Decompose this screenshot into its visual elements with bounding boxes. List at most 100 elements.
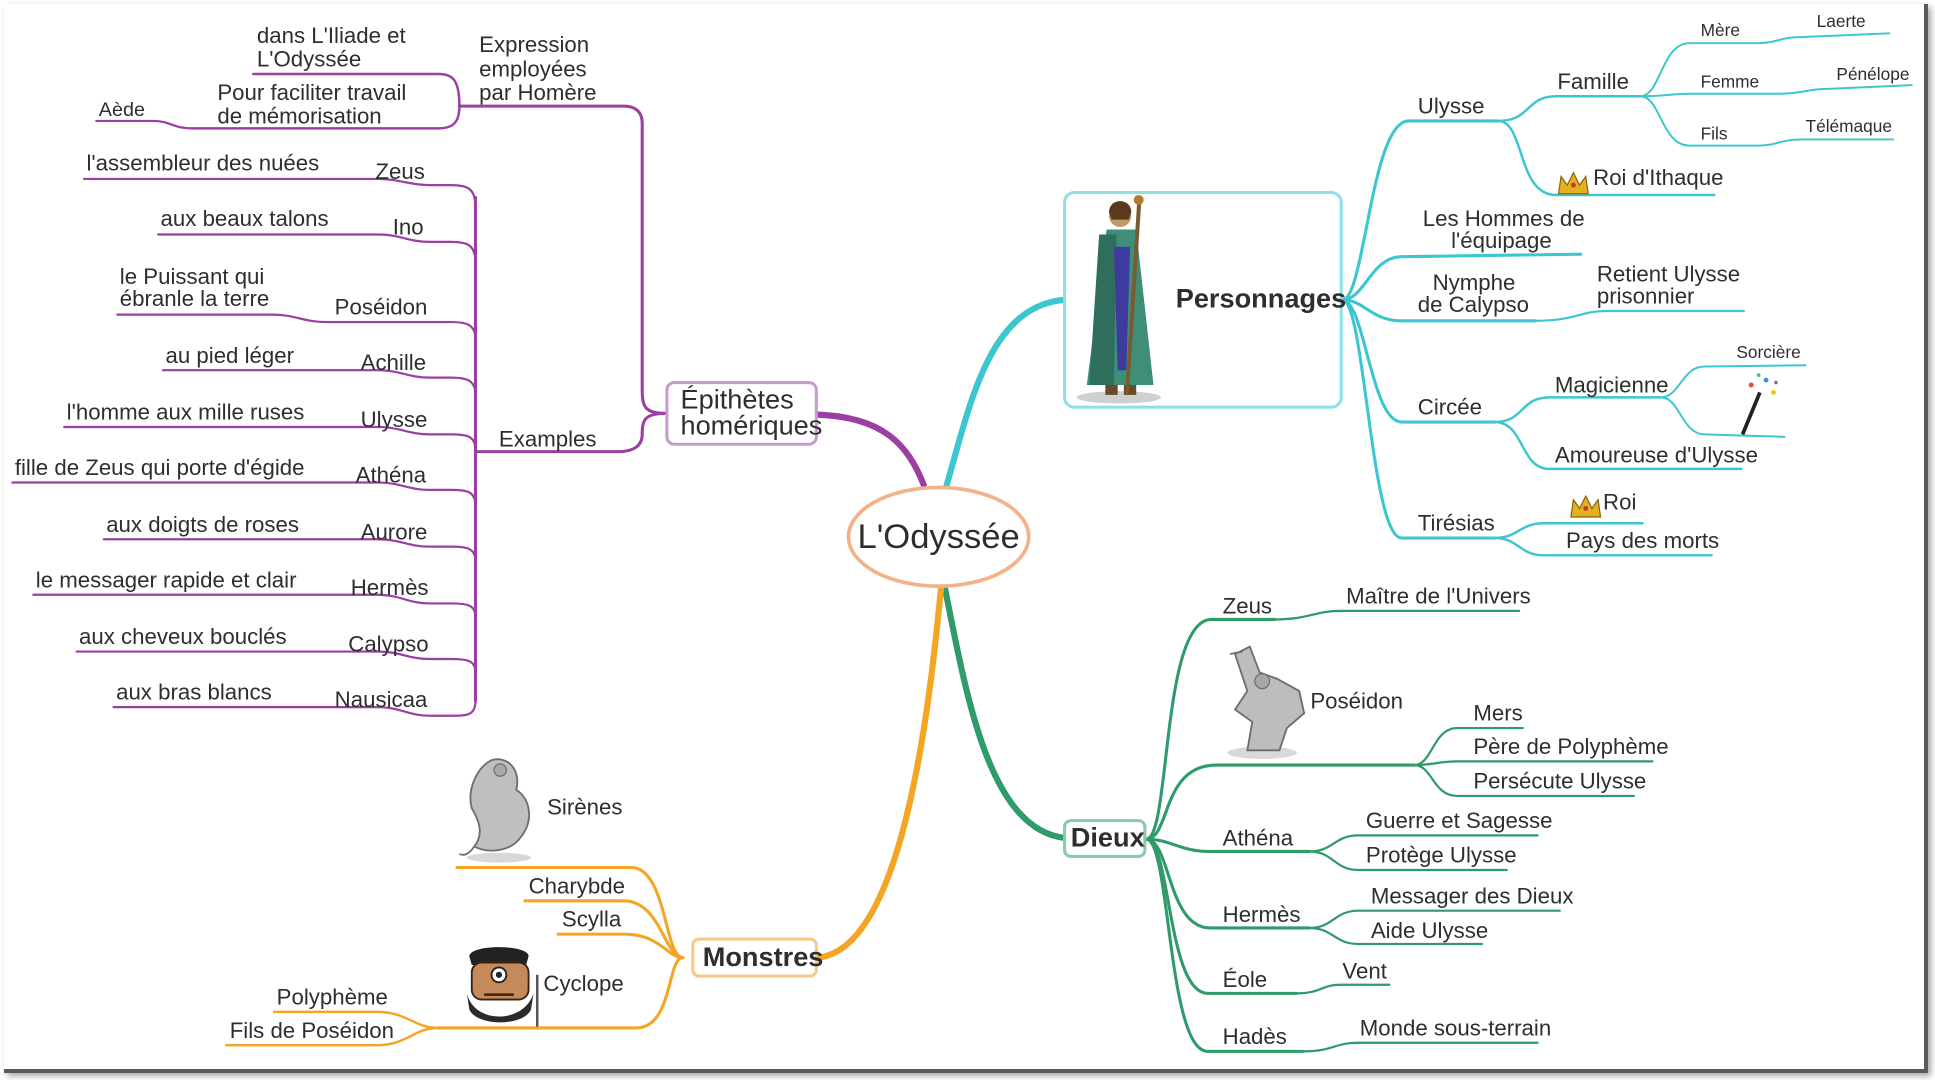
dieu-zeus-label: Zeus bbox=[1223, 593, 1272, 618]
example-connectors bbox=[11, 177, 477, 717]
dieu-eole-detail: Vent bbox=[1342, 959, 1387, 984]
memo-line2: de mémorisation bbox=[217, 103, 381, 128]
personnages-labels: Ulysse Famille Mère Laerte Femme Pénélop… bbox=[1418, 11, 1910, 553]
equipage-line2: l'équipage bbox=[1451, 228, 1552, 253]
crown-icon bbox=[1557, 171, 1589, 195]
iliade-line2: L'Odyssée bbox=[257, 47, 361, 72]
example-epithet-ulysse: l'homme aux mille ruses bbox=[67, 400, 305, 425]
circee-label: Circée bbox=[1418, 395, 1482, 420]
link-monstres-scylla bbox=[556, 932, 685, 960]
example-name-nausicaa: Nausicaa bbox=[335, 687, 428, 712]
example-name-poseidon: Poséidon bbox=[335, 295, 428, 320]
link-magicienne-sorciere bbox=[1660, 364, 1807, 399]
epithetes-labels: Expression employées par Homère dans L'I… bbox=[15, 23, 597, 712]
example-epithet-ino: aux beaux talons bbox=[161, 206, 329, 231]
expression-line3: par Homère bbox=[479, 80, 596, 105]
famille-role-fils: Fils bbox=[1701, 123, 1728, 143]
example-epithet-poseidon-line1: le Puissant qui bbox=[120, 264, 265, 289]
link-circee-magicienne bbox=[1493, 396, 1663, 424]
connectors bbox=[11, 32, 1913, 1053]
nymphe-line2: de Calypso bbox=[1418, 292, 1529, 317]
dieu-hermes-label: Hermès bbox=[1223, 902, 1301, 927]
link-famille-mere bbox=[1639, 32, 1891, 98]
example-epithet-achille: au pied léger bbox=[165, 343, 294, 368]
dieu-poseidon-detail-persecute: Persécute Ulysse bbox=[1473, 769, 1646, 794]
branch-center-personnages bbox=[942, 296, 1068, 491]
example-epithet-zeus: l'assembleur des nuées bbox=[86, 150, 319, 175]
example-name-hermes: Hermès bbox=[351, 575, 429, 600]
personnages-label: Personnages bbox=[1176, 282, 1347, 313]
link-poseidon-pere bbox=[1412, 760, 1654, 767]
link-athena-guerre bbox=[1307, 834, 1539, 853]
dieu-poseidon-detail-mers: Mers bbox=[1473, 701, 1522, 726]
link-personnages-circee bbox=[1340, 298, 1496, 424]
example-epithet-nausicaa: aux bras blancs bbox=[116, 680, 272, 705]
example-epithet-aurore: aux doigts de roses bbox=[106, 512, 299, 537]
dieu-hermes-detail-messager: Messager des Dieux bbox=[1371, 883, 1574, 908]
famille-label: Famille bbox=[1557, 69, 1629, 94]
famille-name-laerte: Laerte bbox=[1817, 11, 1866, 31]
equipage-line1: Les Hommes de bbox=[1423, 206, 1585, 231]
crown-icon-tiresias bbox=[1570, 494, 1602, 518]
dieu-athena-detail-guerre: Guerre et Sagesse bbox=[1366, 808, 1553, 833]
dieu-hades-label: Hadès bbox=[1223, 1024, 1287, 1049]
famille-name-telemaque: Télémaque bbox=[1806, 116, 1892, 136]
branch-center-dieux bbox=[941, 584, 1068, 841]
dieux-topic[interactable] bbox=[1063, 819, 1147, 858]
dieux-label: Dieux bbox=[1071, 822, 1145, 853]
monstres-topic[interactable] bbox=[691, 937, 818, 978]
link-memo-aede bbox=[95, 119, 193, 130]
ulysses-figure-icon bbox=[1076, 194, 1161, 404]
dieu-poseidon-detail-pere: Père de Polyphème bbox=[1473, 734, 1668, 759]
branch-center-epithetes bbox=[814, 411, 927, 489]
dieu-poseidon-label: Poséidon bbox=[1310, 688, 1403, 713]
pays-des-morts-label: Pays des morts bbox=[1566, 528, 1719, 553]
link-dieux-hades bbox=[1144, 837, 1305, 1053]
link-zeus-detail bbox=[1273, 609, 1521, 621]
expression-line1: Expression bbox=[479, 32, 589, 57]
epithetes-label-line2: homériques bbox=[680, 409, 822, 440]
cyclope-label: Cyclope bbox=[543, 971, 623, 996]
link-dieux-zeus bbox=[1144, 617, 1277, 841]
tiresias-roi-label: Roi bbox=[1603, 490, 1636, 515]
nymphe-line1: Nymphe bbox=[1433, 270, 1516, 295]
monstres-label: Monstres bbox=[703, 941, 824, 972]
link-magicienne-wand bbox=[1660, 396, 1786, 438]
examples-label: Examples bbox=[499, 427, 597, 452]
dieux-labels: Zeus Maître de l'Univers Poséidon Mers P… bbox=[1223, 583, 1669, 1049]
example-name-ino: Ino bbox=[393, 214, 424, 239]
link-hades-monde bbox=[1301, 1041, 1539, 1053]
link-famille-femme bbox=[1639, 84, 1913, 98]
center-label: L'Odyssée bbox=[857, 518, 1019, 556]
link-personnages-ulysse bbox=[1340, 119, 1500, 302]
scylla-label: Scylla bbox=[562, 907, 622, 932]
dieu-athena-label: Athéna bbox=[1223, 825, 1294, 850]
famille-role-mere: Mère bbox=[1701, 20, 1740, 40]
iliade-line1: dans L'Iliade et bbox=[257, 23, 407, 48]
center-node[interactable] bbox=[846, 485, 1031, 589]
epithetes-label-line1: Épithètes bbox=[680, 383, 793, 414]
amoureuse-label: Amoureuse d'Ulysse bbox=[1555, 443, 1758, 468]
link-epithetes-expression bbox=[457, 104, 669, 415]
epithetes-topic[interactable] bbox=[665, 380, 818, 446]
link-ulysse-famille bbox=[1496, 95, 1642, 123]
nymphe-detail-line2: prisonnier bbox=[1597, 284, 1695, 309]
link-dieux-athena bbox=[1144, 837, 1311, 854]
famille-role-femme: Femme bbox=[1701, 72, 1760, 92]
link-poseidon-mers bbox=[1412, 726, 1524, 767]
link-cyclope-fils bbox=[224, 1026, 440, 1047]
example-name-calypso: Calypso bbox=[348, 632, 428, 657]
link-personnages-equipage bbox=[1340, 252, 1583, 302]
example-name-achille: Achille bbox=[361, 350, 426, 375]
ulysse-label: Ulysse bbox=[1418, 94, 1485, 119]
link-eole-vent bbox=[1295, 983, 1391, 995]
dieu-eole-label: Éole bbox=[1223, 967, 1268, 992]
link-tiresias-pays bbox=[1493, 536, 1713, 557]
nymphe-detail-line1: Retient Ulysse bbox=[1597, 261, 1740, 286]
dieu-hermes-detail-aide: Aide Ulysse bbox=[1371, 918, 1488, 943]
example-name-athena: Athéna bbox=[356, 463, 427, 488]
link-athena-protege bbox=[1307, 850, 1508, 872]
siren-statue-icon bbox=[459, 758, 532, 863]
example-epithet-hermes: le messager rapide et clair bbox=[36, 567, 297, 592]
example-name-aurore: Aurore bbox=[361, 519, 428, 544]
